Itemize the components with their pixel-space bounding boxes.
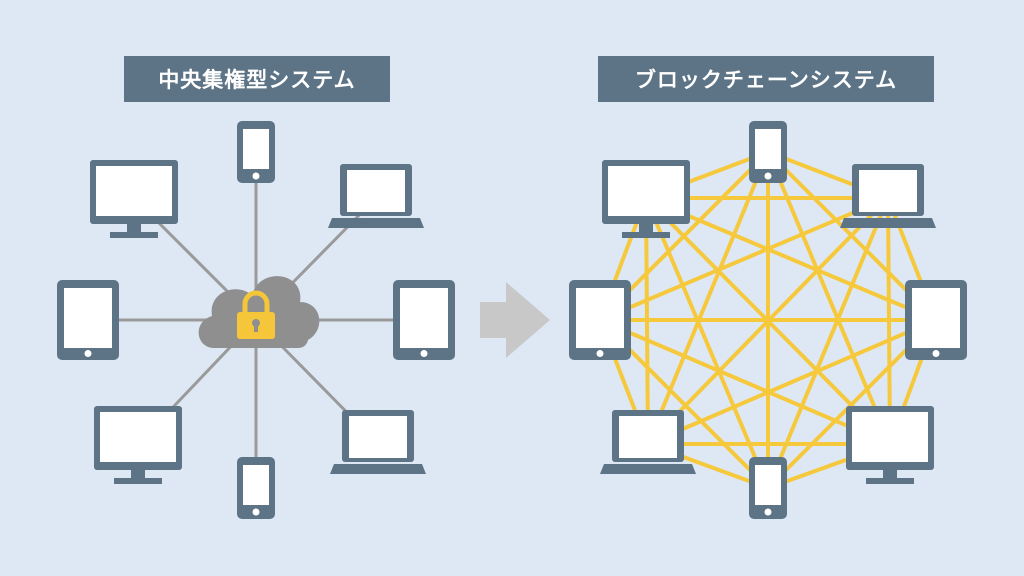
mesh-link xyxy=(645,196,937,322)
tablet-icon xyxy=(569,280,631,360)
blockchain-title: ブロックチェーンシステム xyxy=(598,56,934,102)
mesh-link xyxy=(766,197,890,489)
smartphone-icon xyxy=(237,121,275,183)
desktop-monitor-icon xyxy=(90,160,178,238)
laptop-icon xyxy=(328,164,424,228)
desktop-monitor-icon xyxy=(846,406,934,484)
laptop-icon xyxy=(330,410,426,474)
laptop-icon xyxy=(600,410,696,474)
laptop-icon xyxy=(840,164,936,228)
desktop-monitor-icon xyxy=(94,406,182,484)
mesh-link xyxy=(766,151,892,445)
mesh-link xyxy=(644,197,650,445)
mesh-link xyxy=(644,197,770,489)
lock-icon xyxy=(237,290,275,339)
right-arrow-icon xyxy=(480,282,550,358)
tablet-icon xyxy=(905,280,967,360)
blockchain-mesh xyxy=(598,150,938,490)
smartphone-icon xyxy=(749,457,787,519)
smartphone-icon xyxy=(237,457,275,519)
centralized-title: 中央集権型システム xyxy=(124,56,390,102)
smartphone-icon xyxy=(749,121,787,183)
mesh-link xyxy=(644,196,892,446)
tablet-icon xyxy=(393,280,455,360)
tablet-icon xyxy=(57,280,119,360)
mesh-link xyxy=(646,151,770,445)
mesh-link xyxy=(647,318,937,446)
